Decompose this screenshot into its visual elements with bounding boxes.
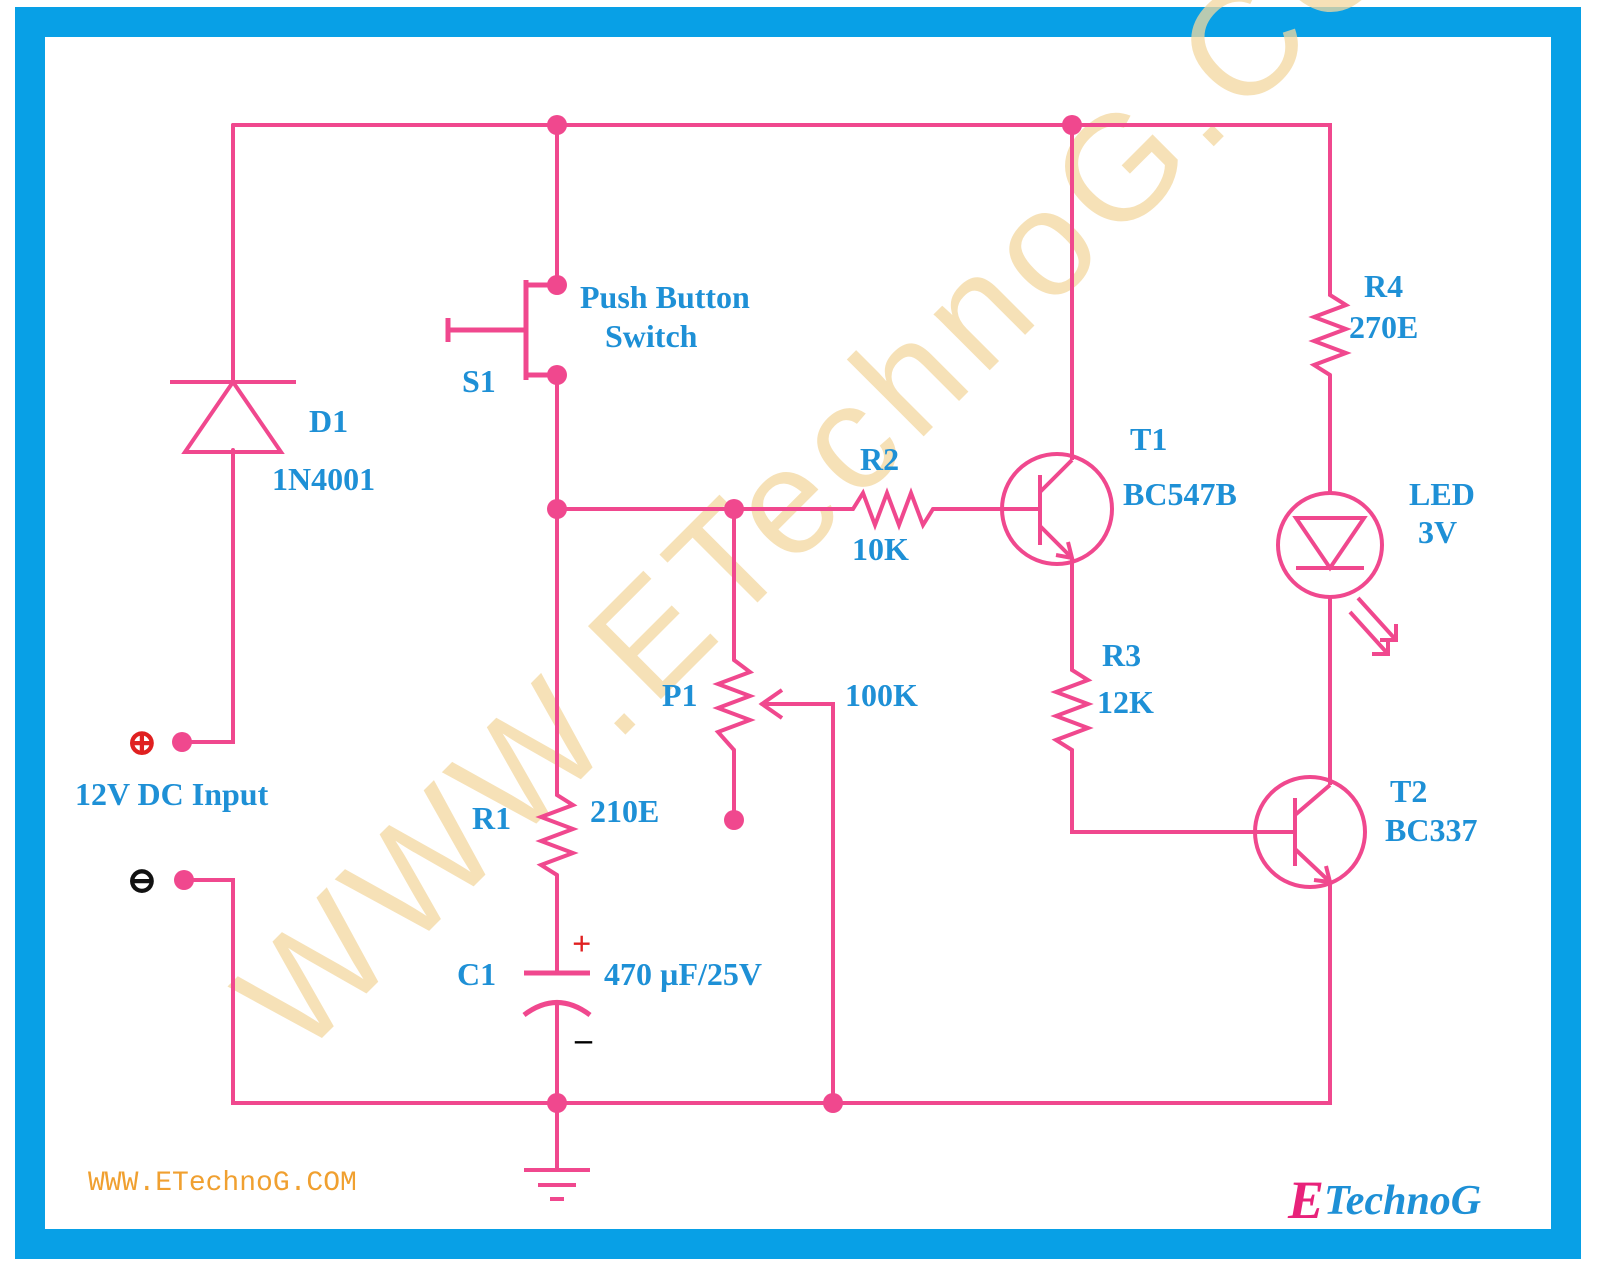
- resistor-r4-symbol: [1308, 285, 1352, 377]
- resistor-r1-symbol: [535, 785, 579, 877]
- s1-name-line1: Push Button: [580, 279, 750, 315]
- t2-ref: T2: [1390, 773, 1427, 809]
- footer-website: WWW.ETechnoG.COM: [88, 1168, 357, 1199]
- ground-symbol: [524, 1168, 590, 1201]
- p1-ref: P1: [662, 677, 698, 713]
- t2-value: BC337: [1385, 812, 1477, 848]
- led-value: 3V: [1418, 514, 1457, 550]
- wires: [180, 123, 1332, 1172]
- push-button-s1-symbol: [445, 280, 557, 380]
- c1-minus: –: [574, 1021, 593, 1058]
- r3-ref: R3: [1102, 637, 1141, 673]
- c1-plus: +: [572, 926, 591, 963]
- transistor-t1-symbol: [1000, 450, 1114, 566]
- d1-value: 1N4001: [272, 461, 375, 497]
- r3-value: 12K: [1097, 684, 1154, 720]
- t1-ref: T1: [1130, 421, 1167, 457]
- junction-dots: [172, 115, 1082, 1113]
- r4-ref: R4: [1364, 268, 1403, 304]
- brand-logo-e: E: [1287, 1170, 1324, 1230]
- s1-ref: S1: [462, 363, 496, 399]
- plus-terminal-icon: ⊕: [126, 722, 158, 764]
- capacitor-c1-symbol: [522, 970, 592, 1018]
- transistor-t2-symbol: [1253, 775, 1367, 889]
- r2-value: 10K: [852, 531, 909, 567]
- c1-ref: C1: [457, 956, 496, 992]
- s1-name-line2: Switch: [605, 318, 698, 354]
- d1-ref: D1: [309, 403, 348, 439]
- r1-ref: R1: [472, 800, 511, 836]
- brand-logo-rest: TechnoG: [1324, 1178, 1481, 1224]
- p1-value: 100K: [845, 677, 918, 713]
- potentiometer-p1-symbol: [712, 658, 784, 752]
- r1-value: 210E: [590, 793, 659, 829]
- c1-value: 470 µF/25V: [604, 956, 762, 992]
- input-label: 12V DC Input: [75, 776, 269, 812]
- diode-d1-symbol: [170, 378, 296, 454]
- t1-value: BC547B: [1123, 476, 1237, 512]
- led-ref: LED: [1409, 476, 1475, 512]
- resistor-r3-symbol: [1050, 660, 1094, 755]
- r2-ref: R2: [860, 441, 899, 477]
- resistor-r2-symbol: [843, 487, 935, 531]
- brand-logo: E TechnoG: [1287, 1170, 1481, 1230]
- minus-terminal-icon: ⊖: [126, 860, 158, 902]
- r4-value: 270E: [1349, 309, 1418, 345]
- outer-border: [15, 7, 1581, 1259]
- led-symbol: [1276, 491, 1398, 656]
